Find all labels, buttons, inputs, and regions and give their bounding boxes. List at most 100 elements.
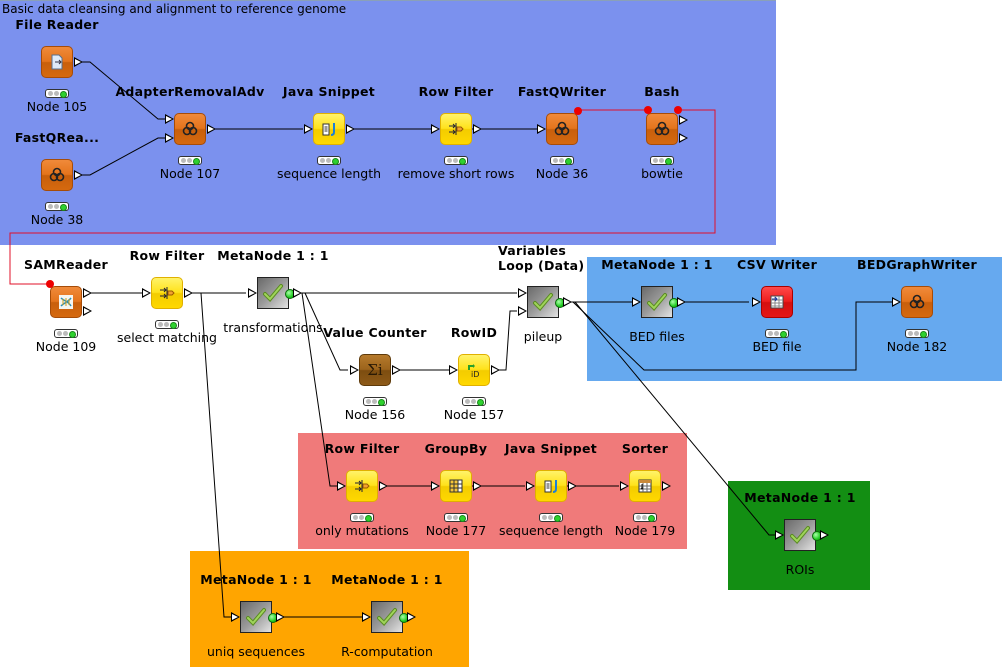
node-status-indicator bbox=[550, 156, 574, 165]
node-icon-box[interactable] bbox=[646, 113, 678, 145]
output-port[interactable] bbox=[677, 297, 686, 307]
output-port[interactable] bbox=[379, 481, 388, 491]
annotation-uniq-r[interactable] bbox=[190, 551, 469, 667]
input-port[interactable] bbox=[304, 124, 313, 134]
input-port[interactable] bbox=[165, 114, 174, 124]
node-label[interactable]: transformations bbox=[223, 320, 323, 335]
flow-variable-port[interactable] bbox=[46, 280, 54, 288]
output-port[interactable] bbox=[276, 612, 285, 622]
node-label[interactable]: R-computation bbox=[341, 644, 433, 659]
node-icon-box[interactable] bbox=[761, 286, 793, 318]
input-port[interactable] bbox=[231, 612, 240, 622]
node-icon-box[interactable] bbox=[629, 470, 661, 502]
node-label[interactable]: select matching bbox=[117, 330, 217, 345]
input-port[interactable] bbox=[518, 306, 527, 316]
flow-variable-port[interactable] bbox=[674, 106, 682, 114]
node-label[interactable]: ROIs bbox=[785, 562, 815, 577]
node-label[interactable]: sequence length bbox=[498, 523, 604, 538]
metanode-box[interactable] bbox=[784, 519, 816, 551]
node-label[interactable]: Node 179 bbox=[614, 523, 676, 538]
node-status-indicator bbox=[45, 202, 69, 211]
node-label[interactable]: pileup bbox=[523, 329, 563, 344]
node-label[interactable]: Node 177 bbox=[425, 523, 487, 538]
input-port[interactable] bbox=[449, 365, 458, 375]
node-label[interactable]: sequence length bbox=[276, 166, 382, 181]
input-port[interactable] bbox=[350, 365, 359, 375]
output-port[interactable] bbox=[184, 288, 193, 298]
input-port[interactable] bbox=[431, 481, 440, 491]
node-label[interactable]: bowtie bbox=[641, 166, 683, 181]
node-icon-box[interactable] bbox=[174, 113, 206, 145]
node-label[interactable]: BED file bbox=[752, 339, 802, 354]
input-port[interactable] bbox=[892, 297, 901, 307]
node-icon-box[interactable] bbox=[41, 159, 73, 191]
output-port[interactable] bbox=[293, 288, 302, 298]
csv-writer-icon bbox=[762, 287, 792, 317]
input-port[interactable] bbox=[526, 481, 535, 491]
output-port[interactable] bbox=[820, 530, 829, 540]
node-icon-box[interactable] bbox=[901, 286, 933, 318]
output-port[interactable] bbox=[491, 365, 500, 375]
output-port[interactable] bbox=[83, 306, 92, 316]
node-label[interactable]: Node 105 bbox=[26, 99, 88, 114]
node-icon-box[interactable] bbox=[535, 470, 567, 502]
input-port[interactable] bbox=[537, 124, 546, 134]
node-label[interactable]: Node 182 bbox=[886, 339, 948, 354]
metanode-box[interactable] bbox=[371, 601, 403, 633]
output-port[interactable] bbox=[563, 297, 572, 307]
input-port[interactable] bbox=[752, 297, 761, 307]
knot-icon bbox=[547, 114, 577, 144]
node-icon-box[interactable]: Σi bbox=[359, 354, 391, 386]
node-icon-box[interactable] bbox=[546, 113, 578, 145]
node-label[interactable]: Node 36 bbox=[535, 166, 589, 181]
input-port[interactable] bbox=[632, 297, 641, 307]
node-label[interactable]: remove short rows bbox=[397, 166, 515, 181]
input-port[interactable] bbox=[518, 288, 527, 298]
node-icon-box[interactable] bbox=[50, 286, 82, 318]
node-icon-box[interactable] bbox=[313, 113, 345, 145]
input-port[interactable] bbox=[142, 288, 151, 298]
output-port[interactable] bbox=[568, 481, 577, 491]
node-label[interactable]: Node 107 bbox=[159, 166, 221, 181]
output-port[interactable] bbox=[74, 57, 83, 67]
output-port[interactable] bbox=[74, 170, 83, 180]
input-port[interactable] bbox=[431, 124, 440, 134]
output-port[interactable] bbox=[473, 124, 482, 134]
flow-variable-port[interactable] bbox=[644, 106, 652, 114]
node-icon-box[interactable] bbox=[346, 470, 378, 502]
node-label[interactable]: Node 156 bbox=[344, 407, 406, 422]
output-port[interactable] bbox=[83, 288, 92, 298]
flow-variable-port[interactable] bbox=[574, 107, 582, 115]
node-icon-box[interactable] bbox=[41, 46, 73, 78]
metanode-box[interactable] bbox=[527, 286, 559, 318]
output-port[interactable] bbox=[473, 481, 482, 491]
node-icon-box[interactable] bbox=[151, 277, 183, 309]
node-icon-box[interactable] bbox=[440, 113, 472, 145]
node-label[interactable]: only mutations bbox=[315, 523, 409, 538]
output-port[interactable] bbox=[662, 481, 671, 491]
input-port[interactable] bbox=[620, 481, 629, 491]
input-port[interactable] bbox=[165, 133, 174, 143]
input-port[interactable] bbox=[337, 481, 346, 491]
annotation-bed-output[interactable] bbox=[587, 257, 1002, 381]
input-port[interactable] bbox=[775, 530, 784, 540]
node-label[interactable]: Node 109 bbox=[35, 339, 97, 354]
metanode-box[interactable] bbox=[641, 286, 673, 318]
output-port[interactable] bbox=[407, 612, 416, 622]
node-icon-box[interactable] bbox=[440, 470, 472, 502]
node-label[interactable]: Node 38 bbox=[30, 212, 84, 227]
output-port[interactable] bbox=[392, 365, 401, 375]
node-icon-box[interactable]: iD bbox=[458, 354, 490, 386]
groupby-icon bbox=[441, 471, 471, 501]
output-port[interactable] bbox=[346, 124, 355, 134]
node-label[interactable]: BED files bbox=[629, 329, 685, 344]
output-port[interactable] bbox=[679, 133, 688, 143]
output-port[interactable] bbox=[207, 124, 216, 134]
input-port[interactable] bbox=[362, 612, 371, 622]
input-port[interactable] bbox=[248, 288, 257, 298]
metanode-box[interactable] bbox=[240, 601, 272, 633]
output-port[interactable] bbox=[679, 115, 688, 125]
node-label[interactable]: uniq sequences bbox=[207, 644, 305, 659]
node-label[interactable]: Node 157 bbox=[443, 407, 505, 422]
